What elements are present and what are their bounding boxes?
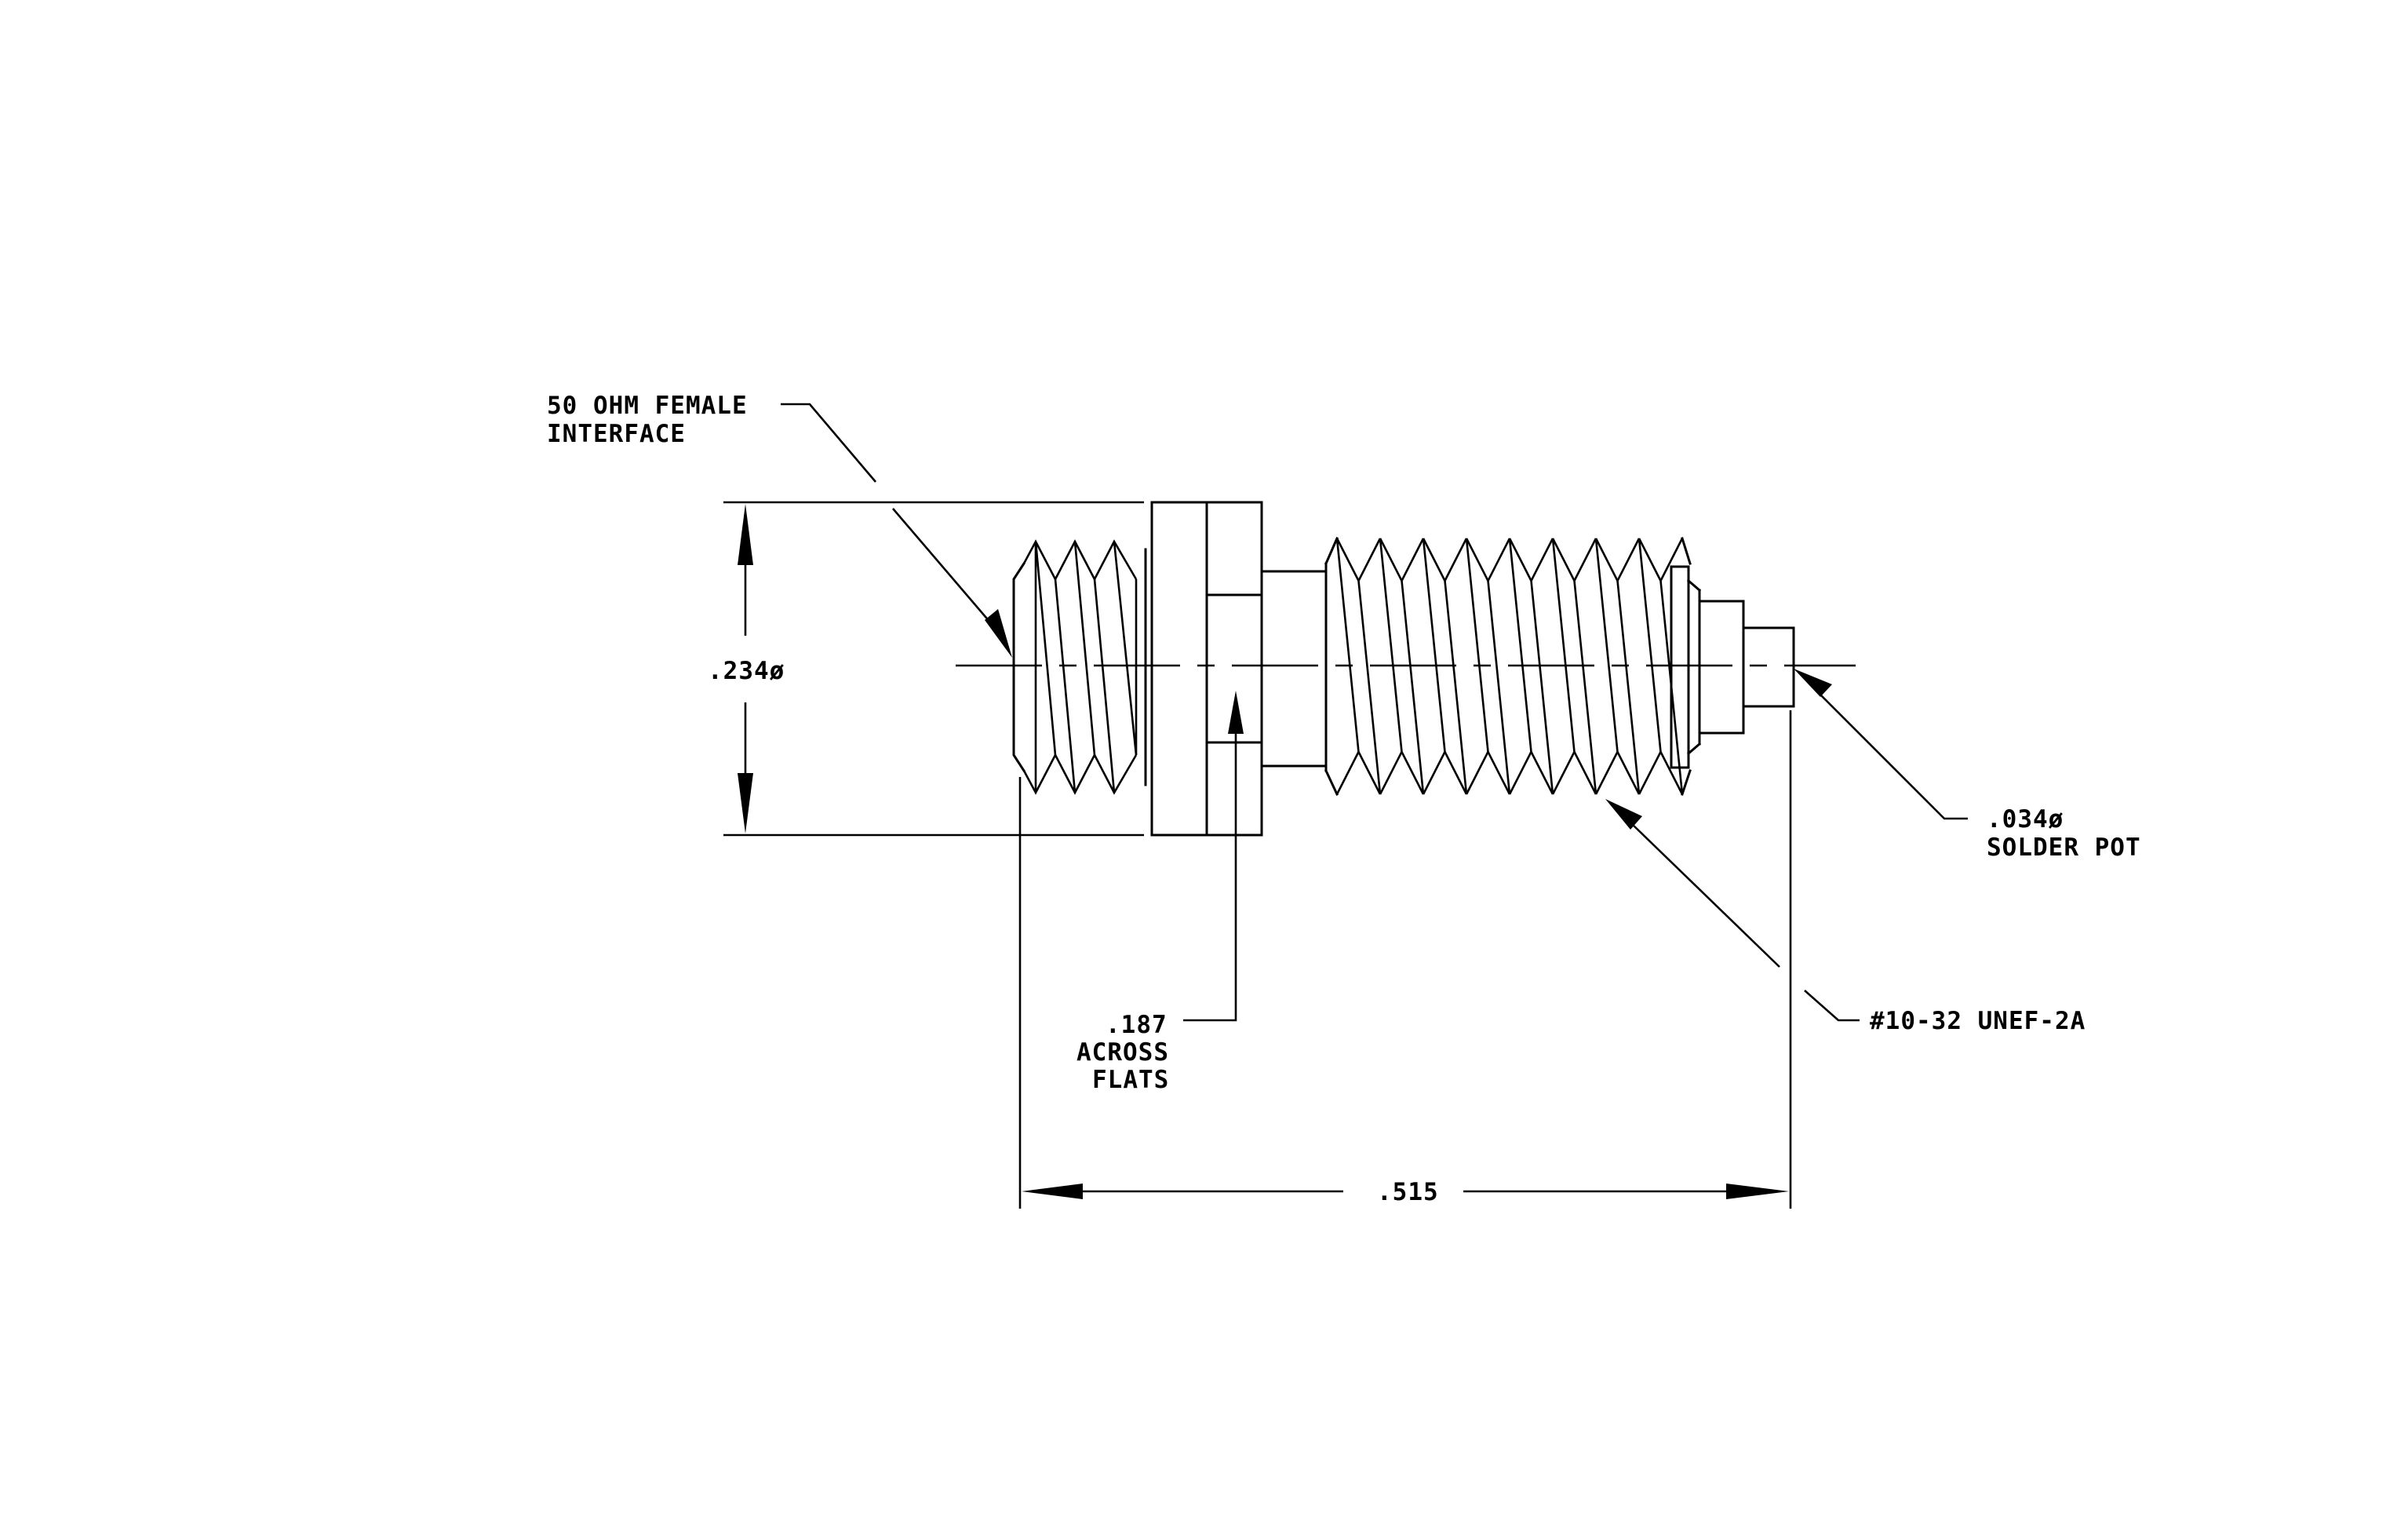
thread-line [1335,538,1360,582]
thread-line [1573,580,1597,795]
interface-label-line2: INTERFACE [547,420,686,448]
flats-label-line1: .187 [1106,1011,1168,1039]
flats-label-line2: ACROSS [1076,1038,1169,1067]
thread-line [1444,538,1468,582]
thread-line [1324,537,1339,565]
thread-line [1422,538,1446,753]
hex-flange [1150,501,1263,837]
thread-line [1616,538,1641,582]
thread-line [1379,538,1403,582]
thread-line [1487,580,1511,795]
thread-line [1573,538,1597,582]
thread-line [1324,769,1339,796]
thread-line [1573,751,1597,795]
flats-leader: .187 ACROSS FLATS [1076,691,1244,1094]
thread-line [1357,538,1382,582]
thread-spec-leader: #10-32 UNEF-2A [1605,799,2086,1035]
thread-line [1487,538,1511,582]
main-thread-body [1324,537,1692,796]
thread-line [1551,751,1576,795]
thread-line [1530,751,1554,795]
thread-line [1465,538,1489,753]
thread-line [1594,538,1619,582]
solder-pot-label-line2: SOLDER POT [1987,833,2141,862]
thread-line [1616,751,1641,795]
neck [1260,570,1328,768]
thread-line [1638,538,1662,582]
thread-line [1638,751,1662,795]
thread-line [1444,751,1468,795]
thread-line [1551,538,1576,582]
thread-line [1530,580,1554,795]
thread-line [1422,538,1446,582]
interface-leader: 50 OHM FEMALE INTERFACE [547,392,1012,658]
thread-spec-label: #10-32 UNEF-2A [1870,1007,2086,1035]
solder-pot-label-line1: .034ø [1987,805,2064,833]
length-label: .515 [1377,1178,1439,1206]
thread-line [1465,751,1489,795]
solder-pot [1698,600,1795,735]
female-interface-body [1012,539,1147,795]
thread-line [1638,538,1662,753]
thread-line [1551,538,1576,753]
arrow-down-head [738,773,753,833]
arrow-up-head [738,504,753,565]
thread-line [1659,751,1684,795]
flats-label-line3: FLATS [1092,1066,1169,1094]
thread-line [1530,538,1554,582]
length-dimension: .515 [1018,710,1792,1209]
thread-line [1335,751,1360,795]
diameter-dimension: .234ø [708,501,1144,837]
thread-line [1681,537,1692,565]
thread-line [1357,580,1382,795]
thread-line [1357,751,1382,795]
thread-line [1659,538,1684,582]
thread-line [1379,751,1403,795]
arrow-right-head [1726,1184,1789,1199]
thread-line [1508,538,1532,753]
thread-line [1335,538,1360,753]
thread-line [1379,538,1403,753]
thread-line [1681,769,1692,796]
thread-line [1401,580,1425,795]
thread-line [1401,538,1425,582]
thread-line [1465,538,1489,582]
thread-line [1422,751,1446,795]
thread-line [1401,751,1425,795]
thread-line [1508,751,1532,795]
solder-pot-leader: .034ø SOLDER POT [1794,669,2141,862]
thread-line [1508,538,1532,582]
thread-line [1616,580,1641,795]
interface-label-line1: 50 OHM FEMALE [547,392,748,420]
thread-line [1444,580,1468,795]
diameter-label: .234ø [708,657,785,685]
thread-line [1487,751,1511,795]
arrow-left-head [1022,1184,1083,1199]
thread-line [1594,751,1619,795]
thread-line [1594,538,1619,753]
